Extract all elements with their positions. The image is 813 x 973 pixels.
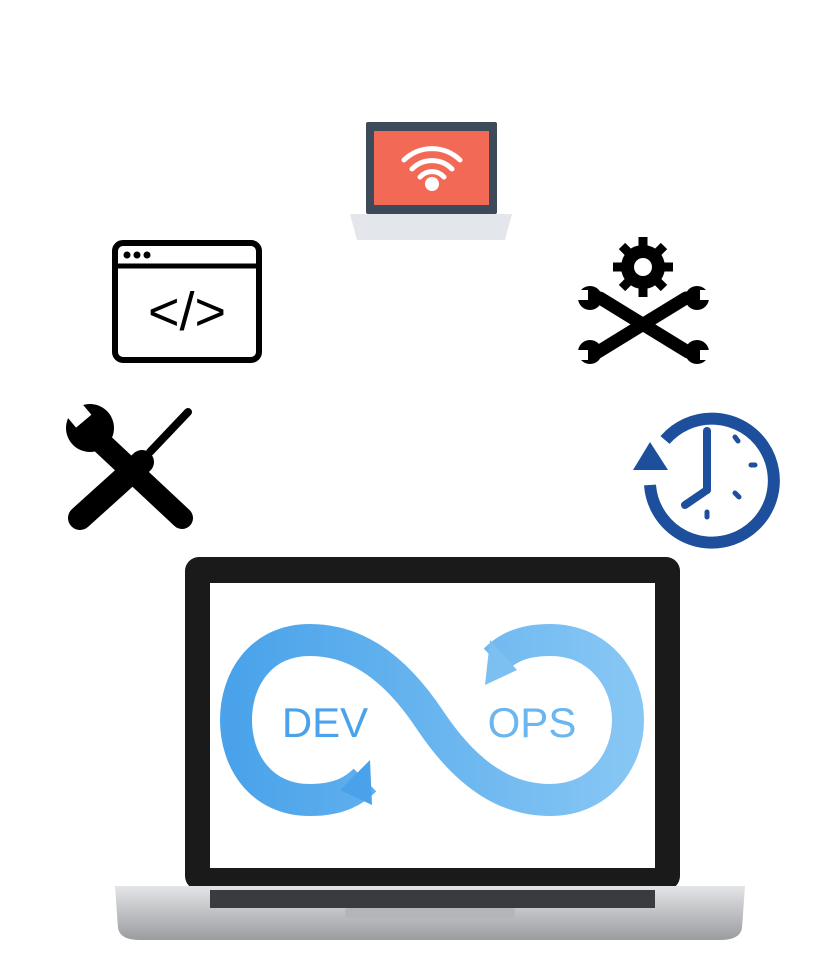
laptop bbox=[115, 557, 745, 940]
code-symbol: </> bbox=[148, 282, 226, 342]
clock-history-icon bbox=[633, 412, 780, 549]
dev-label: DEV bbox=[282, 699, 368, 746]
wifi-laptop-icon bbox=[350, 122, 512, 240]
ops-label: OPS bbox=[488, 699, 577, 746]
code-window-icon: </> bbox=[112, 240, 262, 363]
gear-wrenches-icon bbox=[578, 237, 710, 364]
wrench-screwdriver-icon bbox=[60, 396, 193, 530]
devops-infinity-logo: DEV OPS bbox=[219, 623, 645, 817]
